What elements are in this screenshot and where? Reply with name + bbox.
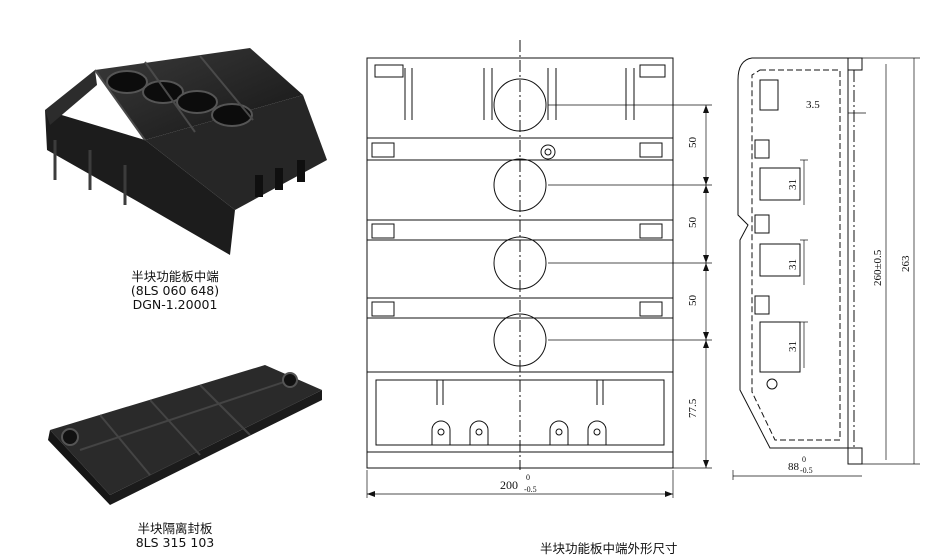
dim-31-b: 31 (787, 259, 799, 270)
dim-50-c: 50 (687, 295, 699, 307)
dim-77-5: 77.5 (687, 398, 699, 418)
dim-263: 263 (900, 255, 912, 272)
dim-200-tol-upper: 0 (526, 473, 530, 482)
isolation-cover-caption: 半块隔离封板 8LS 315 103 (95, 522, 255, 550)
dim-200: 200 (500, 478, 518, 492)
caption-code: 8LS 315 103 (135, 535, 215, 550)
dim-260: 260±0.5 (872, 249, 884, 286)
caption-name: 半块隔离封板 (137, 521, 213, 536)
drawing-title: 半块功能板中端外形尺寸 (540, 541, 678, 556)
side-view-outline (737, 57, 849, 449)
dim-88-tol-lower: -0.5 (800, 466, 813, 475)
caption-name: 半块功能板中端 (131, 269, 219, 284)
caption-model: DGN-1.20001 (132, 297, 218, 312)
dim-3-5: 3.5 (806, 99, 820, 111)
functional-board-photo (45, 48, 327, 255)
dim-31-c: 31 (787, 341, 799, 352)
isolation-cover-photo (48, 365, 322, 505)
functional-board-caption: 半块功能板中端 (8LS 060 648) DGN-1.20001 (95, 270, 255, 312)
dim-88-tol-upper: 0 (802, 455, 806, 464)
caption-code: (8LS 060 648) (130, 283, 220, 298)
dim-50-a: 50 (687, 137, 699, 149)
dim-88: 88 (788, 461, 800, 473)
dim-31-a: 31 (787, 179, 799, 190)
dim-200-tol-lower: -0.5 (524, 485, 537, 494)
dim-50-b: 50 (687, 217, 699, 229)
